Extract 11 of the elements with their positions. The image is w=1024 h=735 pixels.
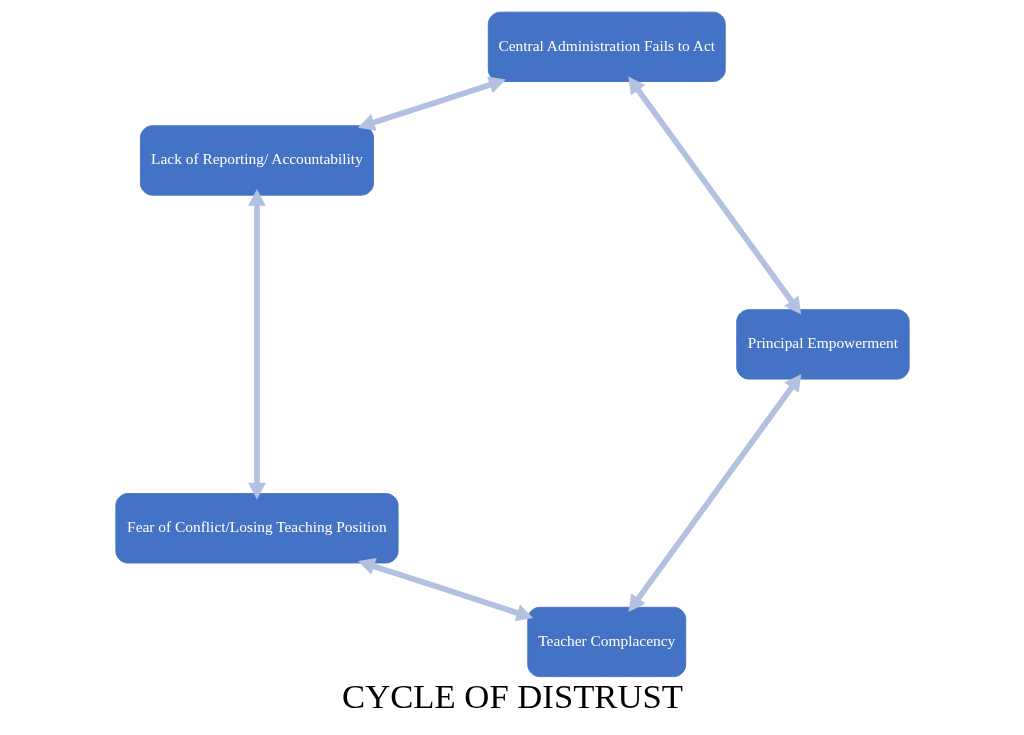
arrow	[628, 374, 801, 613]
node-box: Fear of Conflict/Losing Teaching Position	[114, 493, 399, 564]
diagram-title: CYCLE OF DISTRUST	[341, 677, 683, 716]
node-box: Principal Empowerment	[735, 309, 910, 380]
arrow	[627, 76, 801, 315]
arrow	[357, 557, 533, 622]
node-box: Lack of Reporting/ Accountability	[139, 125, 374, 196]
arrow	[357, 76, 506, 131]
arrow	[247, 188, 266, 500]
node-box: Teacher Complacency	[526, 606, 686, 678]
node-box: Central Administration Fails to Act	[487, 11, 726, 82]
